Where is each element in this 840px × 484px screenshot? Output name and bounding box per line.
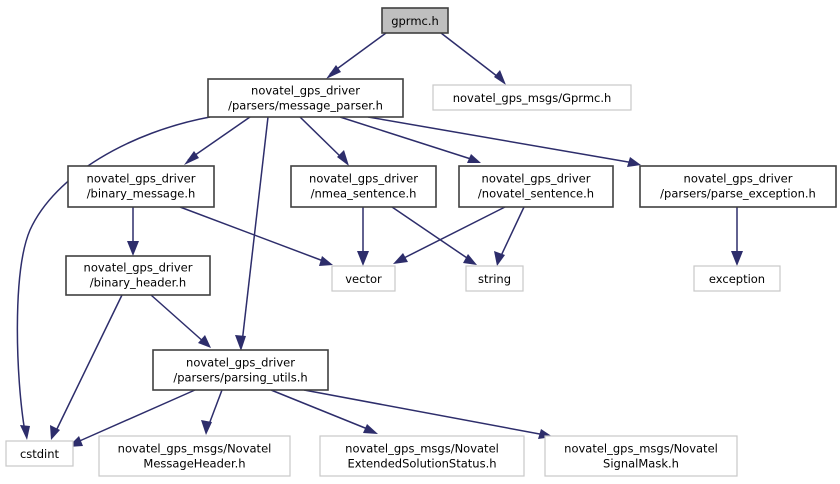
node-string-box[interactable]	[465, 265, 524, 292]
node-nmea-sentence-label-2: /nmea_sentence.h	[311, 187, 417, 201]
edge-nmea-sentence-to-string	[391, 206, 477, 265]
node-exception[interactable]: exception	[693, 265, 781, 292]
node-nmea-sentence-box[interactable]	[290, 165, 437, 208]
node-novatel-sentence[interactable]: novatel_gps_driver /novatel_sentence.h	[458, 165, 614, 208]
node-parsing-utils[interactable]: novatel_gps_driver /parsers/parsing_util…	[152, 349, 329, 391]
node-binary-header[interactable]: novatel_gps_driver /binary_header.h	[65, 255, 211, 296]
node-string[interactable]: string	[465, 265, 524, 292]
node-gprmc[interactable]: gprmc.h	[381, 7, 449, 34]
edge-binary-header-to-parsing-utils	[150, 294, 211, 348]
node-gprmc-label-1: gprmc.h	[391, 14, 439, 28]
node-parsing-utils-box[interactable]	[152, 349, 329, 391]
edge-binary-header-to-cstdint	[50, 294, 123, 440]
node-binary-message-label-2: /binary_message.h	[87, 187, 196, 201]
node-message-parser-box[interactable]	[207, 78, 404, 118]
node-vector[interactable]: vector	[331, 265, 396, 292]
node-novatel-sentence-label-1: novatel_gps_driver	[482, 172, 591, 186]
node-extended-solution-status-box[interactable]	[319, 435, 525, 477]
node-binary-header-box[interactable]	[65, 255, 211, 296]
node-parse-exception[interactable]: novatel_gps_driver /parsers/parse_except…	[639, 165, 837, 208]
node-parsing-utils-label-2: /parsers/parsing_utils.h	[173, 371, 307, 385]
edge-message-parser-to-parse-exception	[367, 116, 641, 167]
edge-nmea-sentence-to-vector	[357, 207, 369, 266]
node-msgs-gprmc-box[interactable]	[432, 84, 632, 111]
node-binary-header-label-1: novatel_gps_driver	[84, 261, 193, 275]
edge-parse-exception-to-exception	[731, 207, 743, 266]
edge-parsing-utils-to-message-header	[201, 389, 223, 435]
edge-novatel-sentence-to-vector	[393, 206, 506, 264]
edge-message-parser-to-cstdint	[16, 116, 211, 440]
node-cstdint[interactable]: cstdint	[5, 440, 74, 467]
node-cstdint-box[interactable]	[5, 440, 74, 467]
node-nmea-sentence-label-1: novatel_gps_driver	[309, 172, 418, 186]
node-signal-mask[interactable]: novatel_gps_msgs/Novatel SignalMask.h	[544, 435, 738, 477]
node-message-parser[interactable]: novatel_gps_driver /parsers/message_pars…	[207, 78, 404, 118]
node-vector-label-1: vector	[345, 272, 382, 286]
node-signal-mask-box[interactable]	[544, 435, 738, 477]
node-novatel-sentence-box[interactable]	[458, 165, 614, 208]
node-extended-solution-status[interactable]: novatel_gps_msgs/Novatel ExtendedSolutio…	[319, 435, 525, 477]
node-novatel-sentence-label-2: /novatel_sentence.h	[478, 187, 594, 201]
node-cstdint-label-1: cstdint	[20, 447, 60, 461]
node-message-header-label-1: novatel_gps_msgs/Novatel	[118, 442, 272, 456]
node-binary-header-label-2: /binary_header.h	[90, 276, 186, 290]
node-message-header-label-2: MessageHeader.h	[143, 457, 245, 471]
node-message-parser-label-2: /parsers/message_parser.h	[228, 99, 383, 113]
edge-gprmc-to-message-parser	[326, 32, 387, 79]
node-parse-exception-label-1: novatel_gps_driver	[684, 172, 793, 186]
edge-message-parser-to-binary-message	[184, 116, 251, 165]
node-binary-message-box[interactable]	[67, 165, 215, 208]
node-parse-exception-box[interactable]	[639, 165, 837, 208]
node-binary-message[interactable]: novatel_gps_driver /binary_message.h	[67, 165, 215, 208]
edge-message-parser-to-nmea-sentence	[299, 116, 349, 166]
edge-gprmc-to-msgs-gprmc	[440, 32, 506, 85]
edge-parsing-utils-to-signal-mask	[303, 389, 553, 439]
node-layer: gprmc.h novatel_gps_driver /parsers/mess…	[5, 7, 837, 477]
node-string-label-1: string	[478, 272, 511, 286]
node-extended-solution-status-label-2: ExtendedSolutionStatus.h	[347, 457, 496, 471]
edge-layer	[16, 32, 743, 447]
node-binary-message-label-1: novatel_gps_driver	[87, 172, 196, 186]
edge-binary-message-to-binary-header	[127, 207, 139, 256]
node-vector-box[interactable]	[331, 265, 396, 292]
edge-message-parser-to-novatel-sentence	[339, 116, 481, 163]
node-extended-solution-status-label-1: novatel_gps_msgs/Novatel	[345, 442, 499, 456]
node-signal-mask-label-2: SignalMask.h	[603, 457, 679, 471]
edge-novatel-sentence-to-string	[494, 206, 525, 266]
node-exception-label-1: exception	[709, 272, 765, 286]
edge-message-parser-to-parsing-utils	[235, 116, 269, 351]
node-signal-mask-label-1: novatel_gps_msgs/Novatel	[564, 442, 718, 456]
node-msgs-gprmc[interactable]: novatel_gps_msgs/Gprmc.h	[432, 84, 632, 111]
node-parse-exception-label-2: /parsers/parse_exception.h	[660, 187, 816, 201]
node-nmea-sentence[interactable]: novatel_gps_driver /nmea_sentence.h	[290, 165, 437, 208]
node-gprmc-box[interactable]	[381, 7, 449, 34]
node-exception-box[interactable]	[693, 265, 781, 292]
node-message-header[interactable]: novatel_gps_msgs/Novatel MessageHeader.h	[98, 435, 291, 477]
node-message-header-box[interactable]	[98, 435, 291, 477]
node-msgs-gprmc-label-1: novatel_gps_msgs/Gprmc.h	[453, 91, 612, 105]
node-message-parser-label-1: novatel_gps_driver	[251, 84, 360, 98]
node-parsing-utils-label-1: novatel_gps_driver	[186, 356, 295, 370]
edge-binary-message-to-vector	[179, 206, 333, 266]
edge-parsing-utils-to-extended-solution-status	[270, 389, 378, 434]
